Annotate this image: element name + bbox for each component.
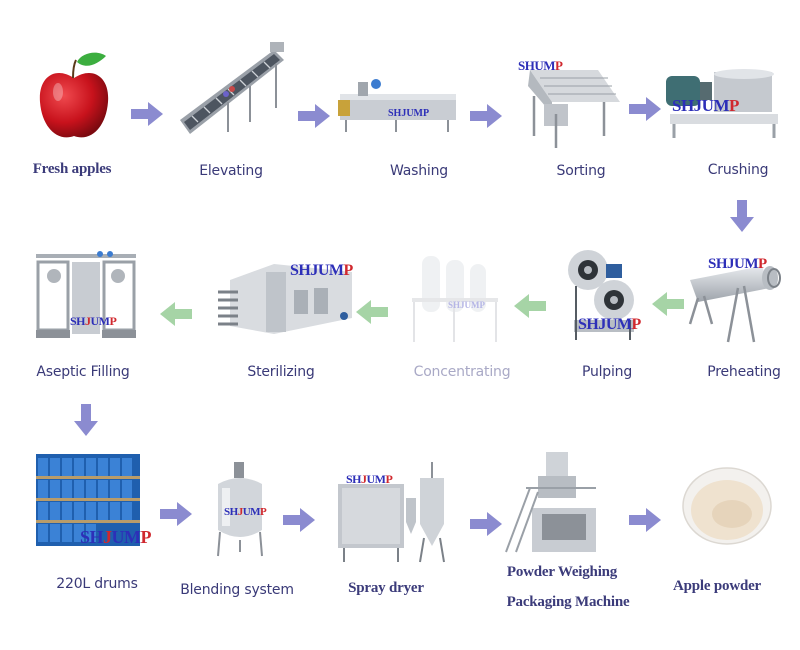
step-label: Sorting: [556, 163, 606, 179]
step-label: Concentrating: [413, 364, 511, 380]
brand-watermark: SHJUMP: [672, 96, 739, 115]
tank-icon: [217, 462, 263, 557]
svg-text:SHJUMP: SHJUMP: [448, 300, 486, 310]
step-label: 220L drums: [56, 576, 138, 592]
arrow-left-icon: [356, 300, 388, 324]
step-label: Pulping: [581, 364, 633, 380]
step-label: Elevating: [199, 163, 263, 179]
powder-bowl-icon: [682, 467, 772, 545]
step-label: Spray dryer: [348, 580, 424, 596]
evaporator-icon: SHJUMP: [412, 256, 498, 342]
conveyor-icon: [180, 42, 284, 134]
washer-icon: SHJUMP: [338, 79, 456, 132]
packaging-machine-icon: [505, 452, 596, 553]
apple-icon: [39, 52, 109, 138]
crusher-icon: [666, 69, 778, 138]
step-label: Fresh apples: [32, 161, 112, 177]
spray-dryer-icon: [338, 462, 445, 563]
arrow-right-icon: [629, 97, 661, 121]
step-label-line1: Powder Weighing: [506, 564, 618, 580]
brand-watermark: SHJUMP: [578, 316, 641, 333]
preheater-icon: [688, 266, 781, 343]
arrow-left-icon: [514, 294, 546, 318]
arrow-right-icon: [298, 104, 330, 128]
filler-icon: [36, 251, 136, 338]
brand-watermark: SHJUMP: [70, 314, 117, 328]
arrow-down-icon: [74, 404, 98, 436]
step-label: Washing: [390, 163, 448, 179]
arrow-left-icon: [652, 292, 684, 316]
brand-watermark: SHJUMP: [346, 472, 393, 486]
sorter-icon: [528, 70, 620, 148]
step-label-line2: Packaging Machine: [506, 594, 630, 610]
arrow-right-icon: [160, 502, 192, 526]
sterilizer-icon: [218, 264, 352, 334]
brand-watermark: SHUMP: [518, 58, 563, 73]
brand-watermark: SHJUMP: [80, 527, 152, 547]
arrow-right-icon: [629, 508, 661, 532]
step-label: Apple powder: [672, 578, 762, 594]
step-label: Sterilizing: [247, 364, 315, 380]
pulper-icon: [568, 250, 634, 340]
step-label: Crushing: [707, 162, 769, 178]
arrow-right-icon: [470, 512, 502, 536]
step-label: Aseptic Filling: [36, 364, 130, 380]
arrow-right-icon: [131, 102, 163, 126]
arrow-right-icon: [470, 104, 502, 128]
arrow-right-icon: [283, 508, 315, 532]
step-label: Preheating: [707, 364, 781, 380]
arrow-left-icon: [160, 302, 192, 326]
brand-watermark: SHJUMP: [708, 256, 767, 272]
brand-watermark: SHJUMP: [290, 262, 353, 279]
arrow-down-icon: [730, 200, 754, 232]
svg-text:SHJUMP: SHJUMP: [388, 108, 429, 119]
step-label: Blending system: [180, 582, 294, 598]
drums-icon: [36, 454, 140, 546]
brand-watermark: SHJUMP: [224, 506, 267, 518]
